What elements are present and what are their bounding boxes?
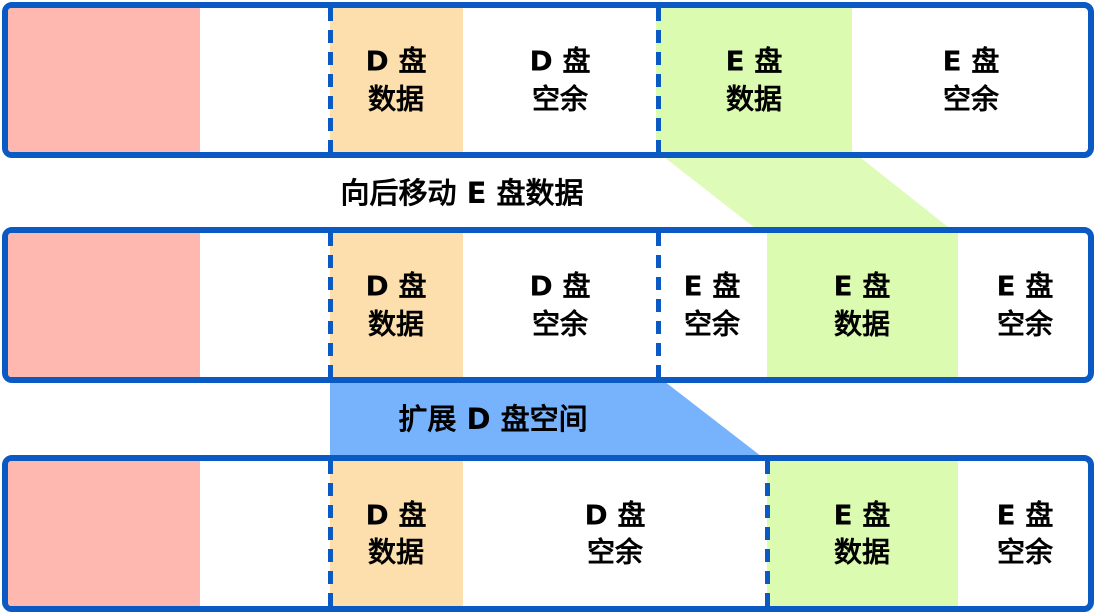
disk-bar-initial: D 盘 数据 D 盘 空余 E 盘 数据 E 盘 空余 xyxy=(2,2,1094,158)
d-data-block xyxy=(330,461,463,606)
expand-d-space-caption: 扩展 D 盘空间 xyxy=(398,402,588,436)
disk-bar-after-expand: D 盘 数据 D 盘 空余 E 盘 数据 E 盘 空余 xyxy=(2,455,1094,612)
e-free-back-label: E 盘 空余 xyxy=(996,269,1054,340)
e-free-label: E 盘 空余 xyxy=(942,44,1000,115)
e-data-label: E 盘 数据 xyxy=(833,497,891,569)
e-partition-boundary-line xyxy=(656,233,661,377)
d-free-label: D 盘 空余 xyxy=(529,269,591,340)
d-partition-boundary-line xyxy=(328,8,333,152)
d-data-block xyxy=(330,8,463,152)
d-partition-boundary-line xyxy=(328,461,333,606)
d-free-label: D 盘 空余 xyxy=(584,497,646,569)
d-free-label: D 盘 空余 xyxy=(529,44,591,115)
system-partition-block xyxy=(8,8,200,152)
d-data-block xyxy=(330,233,463,377)
e-data-block xyxy=(767,233,958,377)
e-data-block xyxy=(767,461,958,606)
system-partition-block xyxy=(8,461,200,606)
e-data-move-connector xyxy=(655,150,958,235)
e-free-label: E 盘 空余 xyxy=(996,497,1054,569)
d-data-label: D 盘 数据 xyxy=(365,269,427,340)
e-data-label: E 盘 数据 xyxy=(833,269,891,340)
system-partition-block xyxy=(8,233,200,377)
e-free-front-label: E 盘 空余 xyxy=(683,269,741,340)
e-partition-boundary-line xyxy=(656,8,661,152)
d-partition-boundary-line xyxy=(328,233,333,377)
d-expand-connector xyxy=(330,378,766,460)
d-data-label: D 盘 数据 xyxy=(365,44,427,115)
move-e-data-caption: 向后移动 E 盘数据 xyxy=(340,176,584,210)
e-data-block xyxy=(656,8,852,152)
e-data-label: E 盘 数据 xyxy=(725,44,783,115)
disk-bar-after-move: D 盘 数据 D 盘 空余 E 盘 空余 E 盘 数据 E 盘 空余 xyxy=(2,227,1094,383)
d-data-label: D 盘 数据 xyxy=(365,497,427,569)
e-partition-boundary-line xyxy=(765,461,770,606)
